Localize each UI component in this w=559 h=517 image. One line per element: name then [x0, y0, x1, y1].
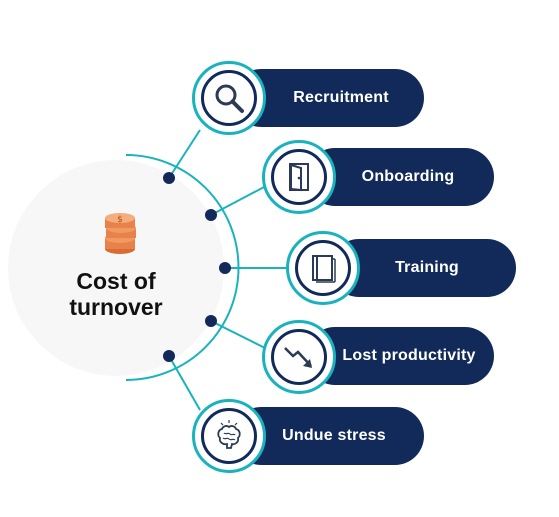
- dot-undue-stress: [163, 350, 175, 362]
- trend-down-icon: [284, 347, 312, 368]
- item-label: Undue stress: [282, 427, 386, 444]
- center-title-line2: turnover: [69, 294, 163, 320]
- item-label: Lost productivity: [342, 347, 476, 364]
- dot-lost-productivity: [205, 315, 217, 327]
- door-icon: [289, 163, 309, 192]
- center-title-line1: Cost of: [76, 268, 156, 294]
- magnifier-icon: [215, 84, 244, 113]
- stressed-brain-icon: [217, 420, 241, 449]
- center-circle: [8, 160, 224, 376]
- connector-recruitment: [168, 129, 201, 179]
- connector-onboarding: [210, 185, 267, 216]
- icon-disc: [271, 149, 327, 205]
- item-training: Training: [330, 239, 516, 297]
- icon-disc: [295, 240, 351, 296]
- connector-undue-stress: [168, 355, 201, 411]
- center-title: Cost of turnover: [40, 268, 192, 320]
- item-label: Training: [395, 259, 459, 276]
- dot-recruitment: [163, 172, 175, 184]
- connector-dots: [163, 172, 231, 362]
- dot-onboarding: [205, 209, 217, 221]
- icon-disc: [201, 408, 257, 464]
- book-icon: [312, 255, 336, 283]
- coin-stack-icon: $: [105, 213, 136, 254]
- item-onboarding: Onboarding: [306, 148, 494, 206]
- item-label: Onboarding: [361, 168, 455, 185]
- icon-disc: [271, 329, 327, 385]
- connector-lines: [168, 129, 290, 411]
- icon-disc: [201, 70, 257, 126]
- item-label: Recruitment: [293, 89, 389, 106]
- connector-lost-productivity: [210, 320, 266, 349]
- item-lost-productivity: Lost productivity: [306, 327, 494, 385]
- svg-text:$: $: [117, 215, 123, 225]
- dot-training: [219, 262, 231, 274]
